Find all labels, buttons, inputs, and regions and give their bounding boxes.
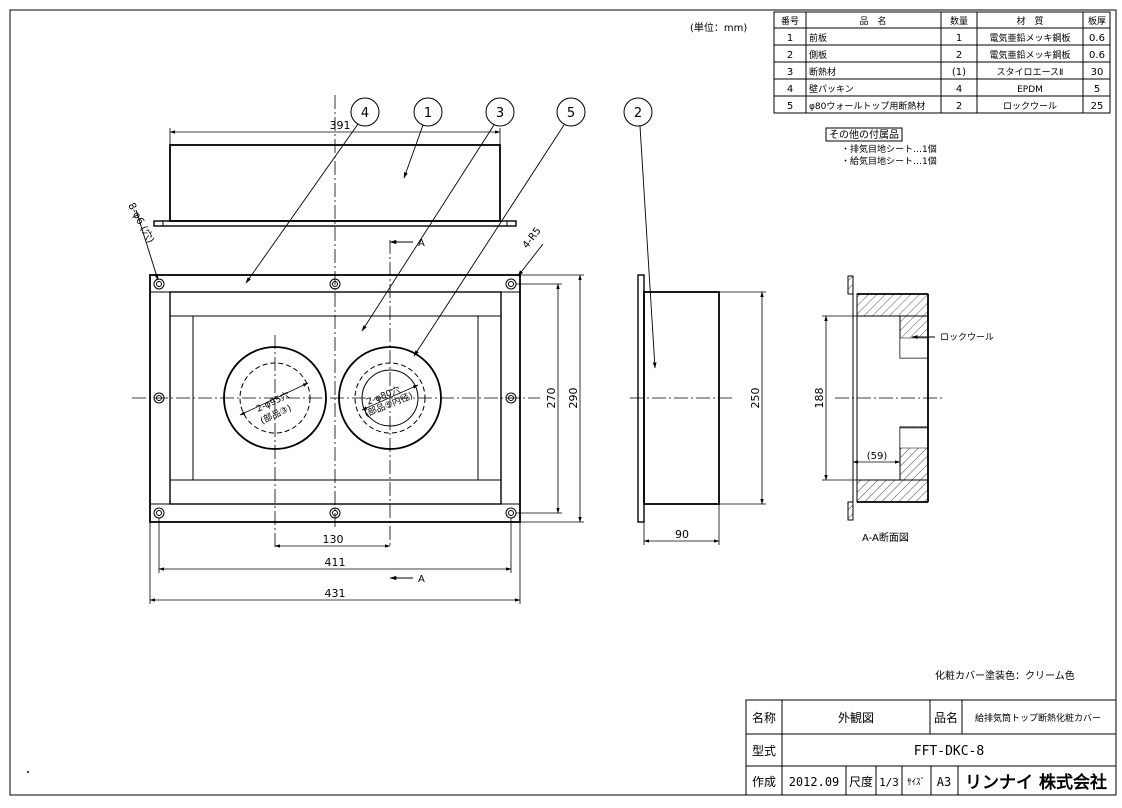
accessory-item: ・給気目地シート…1個 <box>841 155 937 167</box>
balloon <box>485 97 515 127</box>
table-cell: 4 <box>956 84 962 95</box>
accessories-note: その他の付属品 ・排気目地シート…1個 ・給気目地シート…1個 <box>825 127 937 167</box>
table-cell: 30 <box>1091 67 1104 78</box>
dim-188: 188 <box>813 388 826 409</box>
dim-130: 130 <box>323 533 344 546</box>
title-block: 名称 外観図 品名 給排気筒トップ断熱化粧カバー 型式 FFT-DKC-8 作成… <box>745 699 1117 796</box>
side-flange <box>637 274 645 523</box>
company-name: リンナイ 株式会社 <box>965 772 1107 793</box>
table-cell: 電気亜鉛メッキ鋼板 <box>989 32 1070 44</box>
side-view: 250 90 <box>630 274 766 545</box>
section-caption: A-A断面図 <box>862 531 909 544</box>
holes-note: 8-φ6 (穴) <box>125 200 157 245</box>
table-cell: 2 <box>787 50 793 61</box>
dim-270: 270 <box>545 388 558 409</box>
paint-note: 化粧カバー塗装色：クリーム色 <box>935 669 1075 682</box>
sheet-border <box>9 9 1117 796</box>
balloon-label: 3 <box>496 106 504 121</box>
label-product: 品名 <box>934 710 958 725</box>
dim-391: 391 <box>330 119 351 132</box>
parts-table: 番号 品 名 数量 材 質 板厚 1 前板 1 電気亜鉛メッキ鋼板 0.6 2 … <box>773 11 1111 114</box>
table-cell: 0.6 <box>1089 33 1105 44</box>
dim-290: 290 <box>567 388 580 409</box>
top-projection-flange <box>153 220 517 227</box>
section-view: 188 (59) ロックウール A-A断面図 <box>813 275 994 544</box>
table-cell: 電気亜鉛メッキ鋼板 <box>989 49 1070 61</box>
table-cell: (1) <box>952 67 966 78</box>
dim-90: 90 <box>675 528 689 541</box>
table-cell: EPDM <box>1017 85 1043 95</box>
dim-250: 250 <box>749 388 762 409</box>
accessories-title: その他の付属品 <box>829 128 899 141</box>
table-cell: 4 <box>787 84 793 95</box>
table-cell: 5 <box>1094 84 1100 95</box>
drawing-name: 外観図 <box>838 711 874 725</box>
table-cell: 5 <box>787 101 793 112</box>
section-bottom-wall <box>856 479 929 503</box>
rockwool-label: ロックウール <box>940 332 994 343</box>
balloon <box>413 97 443 127</box>
label-made: 作成 <box>752 775 776 789</box>
unit-note: (単位：mm) <box>690 21 747 34</box>
table-cell: 25 <box>1091 101 1104 112</box>
table-cell: φ80ウォールトップ用断熱材 <box>809 100 925 112</box>
table-cell: 壁パッキン <box>809 83 854 95</box>
table-header-name: 品 名 <box>859 15 886 27</box>
label-name: 名称 <box>752 710 776 725</box>
balloon-label: 1 <box>424 106 432 121</box>
table-header-qty: 数量 <box>950 15 968 27</box>
table-cell: 側板 <box>809 49 827 61</box>
label-model: 型式 <box>752 744 776 758</box>
section-mark-bottom: A <box>418 574 425 585</box>
label-scale: 尺度 <box>849 774 873 789</box>
model-number: FFT-DKC-8 <box>914 744 984 759</box>
table-cell: 3 <box>787 67 793 78</box>
balloon <box>556 97 586 127</box>
table-cell: 2 <box>956 101 962 112</box>
scale-value: 1/3 <box>879 776 899 789</box>
section-top-wall <box>856 293 929 317</box>
table-cell: ロックウール <box>1003 101 1057 112</box>
dim-59: (59) <box>867 451 888 462</box>
table-header-thickness: 板厚 <box>1088 15 1106 27</box>
dim-431: 431 <box>325 587 346 600</box>
accessory-item: ・排気目地シート…1個 <box>841 143 937 155</box>
table-cell: スタイロエースⅡ <box>997 67 1064 78</box>
table-cell: 2 <box>956 50 962 61</box>
size-value: A3 <box>937 775 951 789</box>
balloon-label: 5 <box>567 106 575 121</box>
section-mark-top: A <box>418 238 425 249</box>
balloon <box>350 97 380 127</box>
table-cell: 断熱材 <box>809 66 836 78</box>
balloon-label: 4 <box>361 106 369 121</box>
balloon-label: 2 <box>634 106 642 121</box>
product-name: 給排気筒トップ断熱化粧カバー <box>975 712 1101 724</box>
balloon <box>623 97 653 127</box>
table-cell: 0.6 <box>1089 50 1105 61</box>
table-cell: 前板 <box>809 32 827 44</box>
dot-mark <box>27 771 29 773</box>
table-header-no: 番号 <box>781 15 799 27</box>
label-size: ｻｲｽﾞ <box>907 777 925 788</box>
table-cell: 1 <box>956 33 962 44</box>
front-view: 391 2 <box>125 95 584 604</box>
made-date: 2012.09 <box>789 775 840 789</box>
table-cell: 1 <box>787 33 793 44</box>
table-header-material: 材 質 <box>1016 15 1043 27</box>
part-balloons: 4 1 3 5 2 <box>245 97 657 369</box>
dim-411: 411 <box>325 556 346 569</box>
